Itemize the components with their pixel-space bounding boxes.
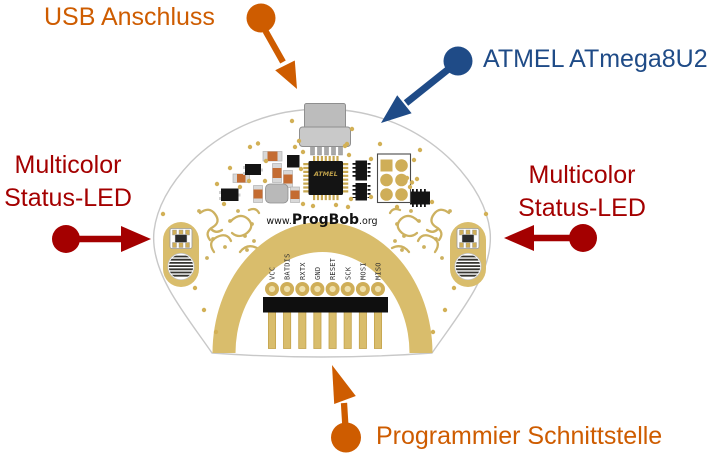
mcu-chip: ATMEL [303, 156, 349, 201]
pin-label-gnd: GND [314, 267, 322, 280]
status-led-right-line2: Status-LED [518, 194, 646, 222]
status-led-left-line1: Multicolor [14, 151, 122, 179]
pin-label-batdis: BATDIS [284, 254, 292, 281]
pin-label-sck: SCK [344, 266, 352, 280]
pin-header: VCC BATDIS RXTX GND RESET SCK MOSI MISO [263, 254, 388, 349]
usb-connector [299, 103, 351, 156]
status-led-left-line2: Status-LED [4, 184, 132, 212]
usb-arrow [246, 3, 297, 89]
crystal [265, 183, 289, 204]
pin-label-miso: MISO [375, 262, 383, 280]
pin-label-rxtx: RXTX [299, 262, 307, 280]
programming-label: Programmier Schnittstelle [376, 422, 663, 450]
led-right-arrow [504, 224, 597, 252]
vias [160, 118, 489, 335]
status-led-left-label: Multicolor Status-LED [2, 149, 134, 215]
atmega-label: ATMEL ATmega8U2 [483, 45, 708, 73]
status-led-right-label: Multicolor Status-LED [512, 159, 652, 225]
led-left-arrow [52, 225, 151, 253]
status-led-right-line1: Multicolor [528, 161, 636, 189]
header-plastic [263, 297, 388, 313]
pin-pads [265, 282, 385, 296]
pin-label-vcc: VCC [269, 267, 277, 280]
chip-logo-text: ATMEL [313, 170, 338, 178]
website-text: www.ProgBob.org [266, 212, 377, 228]
pin-label-reset: RESET [329, 257, 337, 280]
pin-label-mosi: MOSI [360, 262, 368, 280]
chip-arrow [381, 46, 473, 123]
usb-label: USB Anschluss [44, 3, 215, 31]
programming-arrow [331, 365, 361, 453]
smd-components [219, 151, 300, 204]
soic-ics [352, 160, 430, 207]
gold-arch [212, 222, 433, 353]
